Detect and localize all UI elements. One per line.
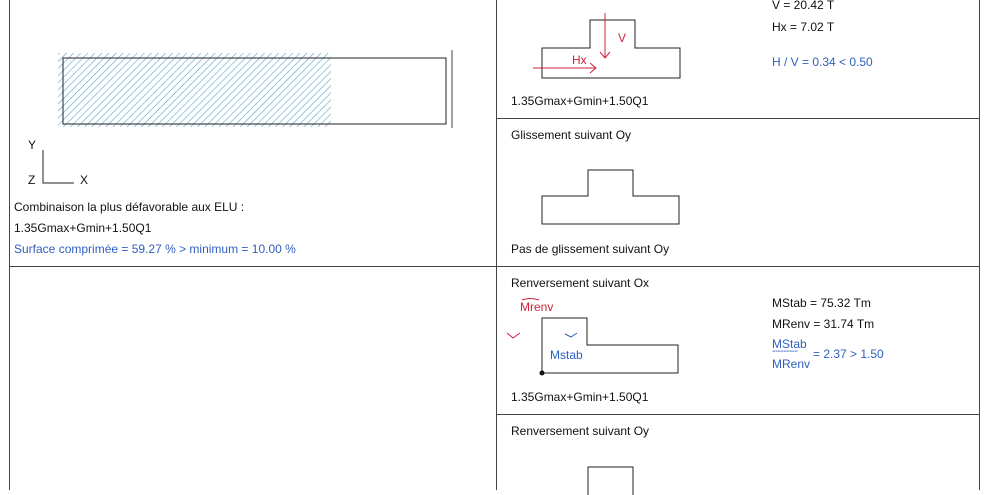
row-divider-right-3 [496,414,980,415]
overturn-x-title: Renversement suivant Ox [511,276,650,290]
left-border [9,0,10,490]
overturn-x-diagram [506,298,679,376]
axis-y-label: Y [28,138,37,152]
center-divider [496,0,497,490]
mstab-value: MStab = 75.32 Tm [772,296,871,310]
sliding-x-diagram [533,13,681,79]
row-divider-right-1 [496,118,980,119]
safety-frac-num: MStab [772,337,807,351]
sliding-y-title: Glissement suivant Oy [511,128,632,142]
mstab-label: Mstab [550,348,583,362]
sliding-x-combo: 1.35Gmax+Gmin+1.50Q1 [511,94,649,108]
axis-z-label: Z [28,173,36,187]
sliding-ratio: H / V = 0.34 < 0.50 [772,55,873,69]
force-v-label: V [618,31,627,45]
overturn-x-combo: 1.35Gmax+Gmin+1.50Q1 [511,390,649,404]
sliding-y-result: Pas de glissement suivant Oy [511,242,670,256]
footing-plan [62,57,447,125]
right-border [979,0,980,490]
surface-check: Surface comprimée = 59.27 % > minimum = … [14,242,296,256]
combo-title: Combinaison la plus défavorable aux ELU … [14,200,245,214]
mrenv-label: Mrenv [520,300,554,314]
sliding-y-diagram [541,169,680,225]
safety-frac-den: MRenv [772,357,811,371]
mrenv-value: MRenv = 31.74 Tm [772,317,875,331]
overturn-y-title: Renversement suivant Oy [511,424,650,438]
axis-triad-icon [42,150,74,184]
compressed-zone [58,53,331,127]
hx-value: Hx = 7.02 T [772,20,835,34]
force-hx-label: Hx [572,53,587,67]
v-value: V = 20.42 T [772,0,835,12]
safety-frac-result: = 2.37 > 1.50 [813,347,884,361]
row-divider-right-2 [496,266,980,267]
combo-formula: 1.35Gmax+Gmin+1.50Q1 [14,221,152,235]
safety-frac-dash: --------- [772,346,798,357]
overturn-y-diagram [587,466,634,495]
compressed-surface-diagram [58,50,453,128]
row-divider-left [9,266,497,267]
axis-x-label: X [80,173,89,187]
